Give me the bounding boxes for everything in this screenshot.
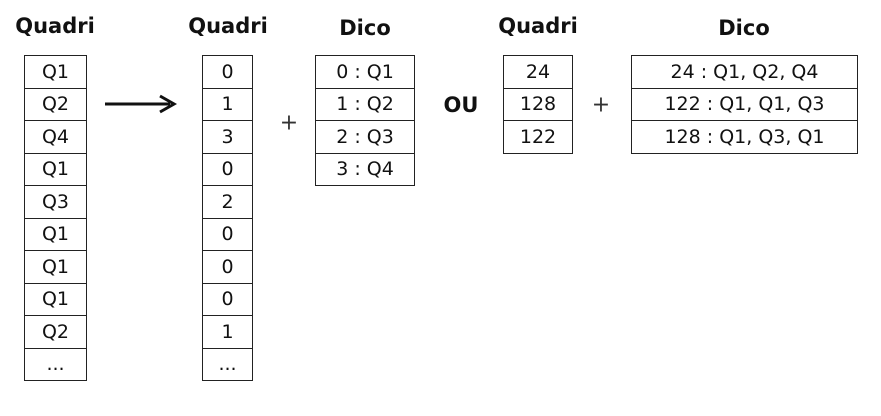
middle-quadri-title: Quadri (188, 14, 268, 38)
table-cell: 0 : Q1 (315, 55, 415, 89)
right-quadri-column: 24 128 122 (503, 55, 573, 154)
middle-quadri-column: 0 1 3 0 2 0 0 0 1 ... (202, 55, 253, 381)
table-cell: Q4 (24, 120, 87, 154)
table-cell: 128 : Q1, Q3, Q1 (631, 120, 858, 154)
left-quadri-column: Q1 Q2 Q4 Q1 Q3 Q1 Q1 Q1 Q2 ... (24, 55, 87, 381)
plus-sign: + (279, 110, 299, 136)
table-cell: 3 : Q4 (315, 152, 415, 186)
table-cell: Q1 (24, 55, 87, 89)
table-cell: 0 (202, 282, 253, 316)
table-cell: 0 (202, 250, 253, 284)
table-cell: 122 (503, 120, 573, 154)
right-arrow-icon (105, 94, 178, 114)
table-cell: 128 (503, 87, 573, 121)
table-cell: Q3 (24, 185, 87, 219)
table-cell: 1 : Q2 (315, 87, 415, 121)
table-cell: Q1 (24, 152, 87, 186)
table-cell: 0 (202, 55, 253, 89)
table-cell: 0 (202, 152, 253, 186)
table-cell: Q2 (24, 87, 87, 121)
table-cell: Q1 (24, 250, 87, 284)
or-separator: OU (443, 93, 479, 117)
table-cell: Q1 (24, 217, 87, 251)
right-dico-column: 24 : Q1, Q2, Q4 122 : Q1, Q1, Q3 128 : Q… (631, 55, 858, 154)
table-cell: ... (202, 347, 253, 381)
right-dico-title: Dico (718, 16, 770, 40)
table-cell: 24 (503, 55, 573, 89)
table-cell: 1 (202, 315, 253, 349)
table-cell: Q1 (24, 282, 87, 316)
table-cell: 1 (202, 87, 253, 121)
table-cell: 3 (202, 120, 253, 154)
table-cell: 2 : Q3 (315, 120, 415, 154)
table-cell: 0 (202, 217, 253, 251)
table-cell: 2 (202, 185, 253, 219)
plus-sign: + (591, 92, 611, 118)
right-quadri-title: Quadri (498, 14, 578, 38)
table-cell: 122 : Q1, Q1, Q3 (631, 87, 858, 121)
table-cell: Q2 (24, 315, 87, 349)
table-cell: ... (24, 347, 87, 381)
table-cell: 24 : Q1, Q2, Q4 (631, 55, 858, 89)
left-quadri-title: Quadri (15, 14, 95, 38)
middle-dico-column: 0 : Q1 1 : Q2 2 : Q3 3 : Q4 (315, 55, 415, 186)
middle-dico-title: Dico (339, 16, 391, 40)
